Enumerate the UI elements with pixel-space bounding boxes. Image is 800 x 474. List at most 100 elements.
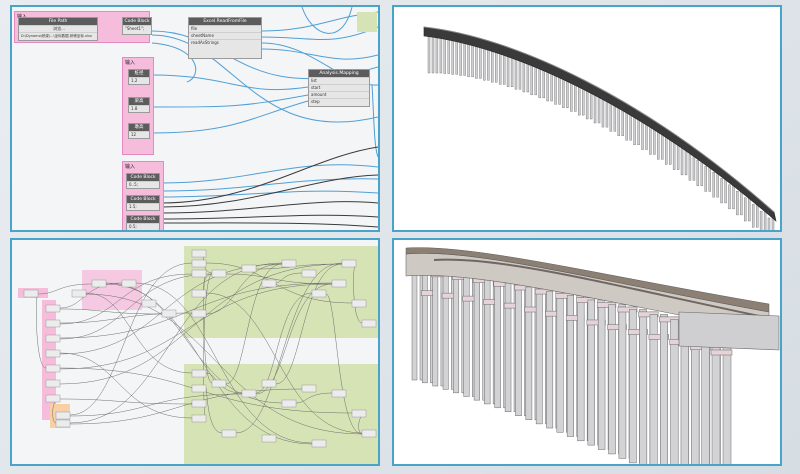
dynamo-graph-panel-top[interactable]: 输入 File Path 浏览... D:\Dynamo\桥梁\...\坐标数据… (10, 5, 380, 232)
graph-node (121, 279, 137, 288)
wire (225, 263, 283, 385)
pier (660, 316, 669, 464)
graph-node (23, 289, 39, 298)
wire (59, 282, 333, 339)
pier (439, 33, 443, 74)
graph-node (351, 299, 367, 308)
bridge-3d-view-top[interactable] (392, 5, 782, 232)
wire (85, 293, 363, 435)
pier (696, 159, 700, 187)
pier (625, 110, 628, 141)
wire (59, 273, 193, 325)
pier (755, 204, 759, 228)
graph-node (45, 379, 61, 388)
node-value[interactable]: 1.8 (129, 105, 149, 112)
port-in[interactable]: start (309, 84, 369, 91)
mapping-node[interactable]: Analysis.Mapping list start amount step (308, 69, 370, 107)
node-title: 墩高 (129, 124, 149, 131)
graph-node (221, 429, 237, 438)
wires-top (151, 7, 378, 228)
code-block-node[interactable]: Code Block 1.5; (126, 195, 160, 211)
wire (353, 262, 363, 324)
wire (37, 283, 93, 295)
pier (688, 153, 692, 181)
wire (59, 263, 343, 385)
graph-node (55, 419, 71, 428)
graph-node (281, 399, 297, 408)
wires-bottom (23, 249, 377, 448)
number-node[interactable]: 桩径 1.2 (128, 69, 150, 85)
pier (556, 293, 564, 433)
wire (105, 283, 313, 445)
graph-node (191, 259, 207, 268)
code-block-node[interactable]: Code Block 0.5; (126, 215, 160, 230)
pier (700, 159, 704, 187)
node-title: Code Block (127, 174, 159, 181)
pier (473, 277, 480, 401)
graph-node (45, 394, 61, 403)
code-block-value[interactable]: 1.5; (127, 203, 159, 210)
pier (593, 91, 597, 124)
pier (684, 148, 688, 176)
excel-read-node[interactable]: Excel.ReadFromFile file sheetName readAs… (188, 17, 262, 59)
graph-node (45, 364, 61, 373)
wire (135, 282, 313, 444)
port-in[interactable]: amount (309, 91, 369, 98)
file-path-node[interactable]: File Path 浏览... D:\Dynamo\桥梁\...\坐标数据-桥墩… (18, 17, 98, 41)
file-path-value: D:\Dynamo\桥梁\...\坐标数据-桥墩坐标.xlsx (19, 32, 97, 39)
node-title: File Path (19, 18, 97, 25)
pier (728, 184, 731, 210)
browse-button[interactable]: 浏览... (19, 25, 97, 32)
pier (657, 131, 660, 160)
pier (597, 302, 606, 450)
pier (617, 105, 620, 136)
wire (59, 263, 283, 355)
port-in[interactable]: step (309, 98, 369, 105)
pier (546, 290, 554, 429)
dynamo-graph-panel-bottom[interactable] (10, 238, 380, 466)
wire (59, 352, 193, 419)
node-value[interactable]: 1.2 (129, 77, 149, 84)
port-in[interactable]: file (189, 25, 261, 32)
graph-node (351, 409, 367, 418)
pier (609, 100, 613, 132)
wire (205, 263, 283, 315)
wire (69, 393, 243, 417)
bridge-3d-view-bottom[interactable] (392, 238, 782, 466)
pier (732, 184, 735, 210)
wire (59, 398, 193, 405)
pier (504, 282, 512, 412)
pier (649, 314, 658, 464)
pier (577, 297, 585, 442)
bridge-model-closeup (405, 247, 780, 464)
wire (325, 293, 363, 435)
pier-cap (586, 319, 606, 326)
pier (763, 210, 767, 230)
pier-cap (648, 334, 669, 340)
number-node[interactable]: 墩高 12 (128, 123, 150, 139)
graph-node (55, 411, 71, 420)
pier-cap (638, 311, 659, 318)
number-node[interactable]: 梁高 1.8 (128, 97, 150, 113)
port-in[interactable]: list (309, 77, 369, 84)
node-title: Excel.ReadFromFile (189, 18, 261, 25)
code-block-value[interactable]: 0..5; (127, 181, 159, 188)
port-in[interactable]: readAsStrings (189, 39, 261, 46)
graph-node (141, 299, 157, 308)
graph-node (361, 319, 377, 328)
wire (59, 282, 123, 309)
code-block-value[interactable]: 0.5; (127, 223, 159, 230)
node-value[interactable]: 12 (129, 131, 149, 138)
pier-cap (627, 329, 648, 335)
port-in[interactable]: sheetName (189, 32, 261, 39)
code-block-node[interactable]: Code Block "Sheet1"; (122, 17, 152, 35)
code-block-node[interactable]: Code Block 0..5; (126, 173, 160, 189)
graph-node (331, 389, 347, 398)
pier (628, 309, 637, 464)
code-block-value[interactable]: "Sheet1"; (123, 25, 151, 32)
wire (59, 273, 213, 340)
pier (665, 136, 668, 165)
pier (525, 286, 533, 421)
node-title: Code Block (123, 18, 151, 25)
graph-node (191, 289, 207, 298)
